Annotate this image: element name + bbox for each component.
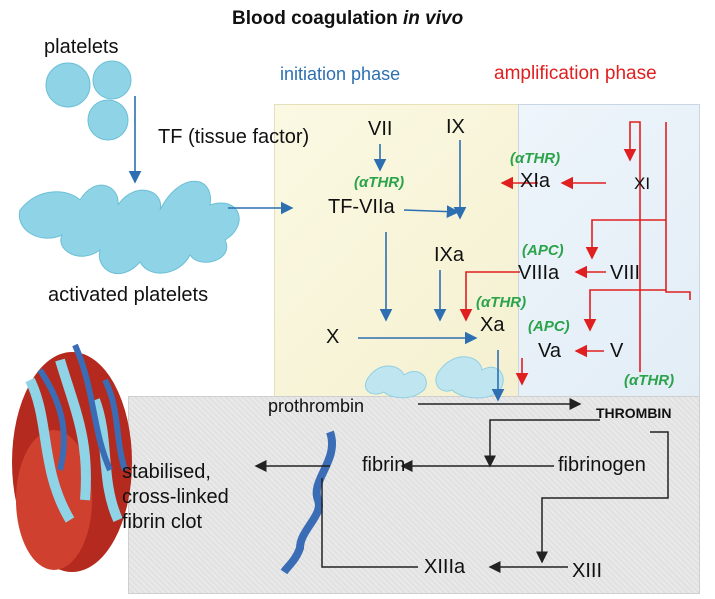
- initiation-arrows: [128, 96, 505, 402]
- factor-vii: VII: [368, 118, 393, 140]
- factor-xiii: XIII: [572, 560, 603, 582]
- factor-va: Va: [538, 340, 561, 362]
- platelet-icon: [92, 60, 132, 100]
- title-main: Blood coagulation: [232, 8, 403, 29]
- regulator-apc-viiia: (APC): [522, 242, 564, 259]
- amplification-arrows: [459, 121, 691, 386]
- arrow-thrombin-to-xiii: [536, 431, 669, 564]
- page-title: Blood coagulation in vivo: [232, 8, 463, 30]
- factor-tf-viia: TF-VIIa: [328, 196, 395, 218]
- factor-v: V: [610, 340, 624, 362]
- line-xiiia-to-fibrin: [321, 478, 418, 568]
- regulator-thr-tf: (αTHR): [354, 174, 405, 191]
- tissue-factor-label: TF (tissue factor): [158, 126, 310, 148]
- title-italic: in vivo: [403, 8, 464, 29]
- factor-x: X: [326, 326, 340, 348]
- activated-platelets-icon: [18, 180, 240, 275]
- arrow-viiia-to-xa: [459, 271, 520, 322]
- factor-xiiia: XIIIa: [424, 556, 466, 578]
- platelets-label: platelets: [44, 36, 119, 58]
- arrow-thrombin-to-xi: [623, 121, 641, 372]
- clot-icon: [12, 343, 132, 572]
- platelet-icons: [45, 60, 132, 141]
- xa-platelet-icons: [364, 356, 504, 399]
- amplification-phase-label: amplification phase: [494, 63, 657, 84]
- clot-line-1: stabilised,: [122, 461, 211, 483]
- factor-xia: XIa: [520, 170, 551, 192]
- factor-ix: IX: [446, 116, 465, 138]
- arrow-thrombin-to-viiia: [585, 219, 666, 260]
- thrombin-label: THROMBIN: [596, 405, 672, 421]
- regulator-thr-bottom: (αTHR): [624, 372, 675, 389]
- fibrin-strand-icon: [280, 430, 336, 575]
- arrow-tfviia-to-ixa: [403, 205, 460, 218]
- prothrombin-label: prothrombin: [268, 396, 365, 416]
- fibrin-arrows: [254, 398, 669, 573]
- arrow-thrombin-to-fibrin: [484, 419, 600, 468]
- fibrin-panel: [128, 396, 700, 594]
- activated-platelets-label: activated platelets: [48, 284, 209, 306]
- platelet-icon: [87, 99, 129, 141]
- factor-viiia: VIIIa: [518, 262, 560, 284]
- factor-xa: Xa: [480, 314, 505, 336]
- clot-line-3: fibrin clot: [122, 511, 203, 533]
- platelet-icon: [45, 62, 91, 108]
- factor-xi: XI: [634, 174, 651, 193]
- fibrin-label: fibrin: [362, 454, 406, 476]
- clot-line-2: cross-linked: [122, 486, 229, 508]
- fibrinogen-label: fibrinogen: [558, 454, 646, 476]
- initiation-panel: [274, 104, 522, 402]
- regulator-thr-xa: (αTHR): [476, 294, 527, 311]
- factor-ixa: IXa: [434, 244, 465, 266]
- arrow-thrombin-to-va: [583, 289, 666, 332]
- regulator-thr-xia: (αTHR): [510, 150, 561, 167]
- amplification-panel: [518, 104, 700, 402]
- fibrin-clot-label: stabilised, cross-linked fibrin clot: [122, 460, 229, 535]
- regulator-apc-va: (APC): [528, 318, 570, 335]
- initiation-phase-label: initiation phase: [280, 64, 401, 84]
- factor-viii: VIII: [610, 262, 641, 284]
- red-loop-line: [665, 122, 691, 300]
